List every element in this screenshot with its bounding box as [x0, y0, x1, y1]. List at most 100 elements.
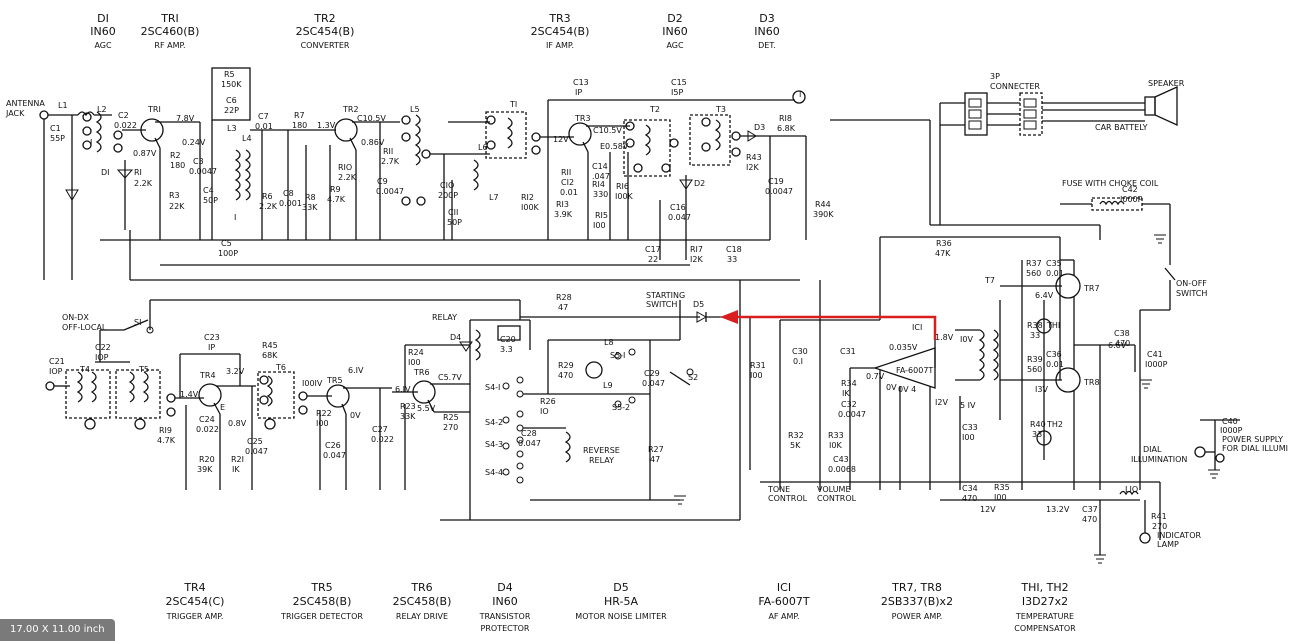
component-label: R31 — [750, 361, 766, 370]
section-labels: ANTENNA JACK 3P CONNECTER SPEAKER CAR BA… — [5, 72, 1288, 549]
component-label: 4.7K — [327, 195, 346, 204]
component-label: 0V 4 — [898, 385, 916, 394]
footer-ic1-ref: ICI — [777, 581, 791, 594]
component-label: CII — [448, 208, 458, 217]
component-label: C37 — [1082, 505, 1098, 514]
component-label: 470 — [558, 371, 573, 380]
fuse-label: FUSE WITH CHOKE COIL — [1062, 179, 1159, 188]
component-label: I2K — [746, 163, 759, 172]
component-label: C40 — [1222, 417, 1238, 426]
component-label: C20 — [500, 335, 516, 344]
component-label: 1.4V — [180, 390, 199, 399]
d5-label: D5 — [693, 300, 704, 309]
component-label: 560 — [1026, 269, 1041, 278]
header-d2-ref: D2 — [667, 12, 682, 25]
component-label: T4 — [79, 365, 90, 374]
footer-tr5-ref: TR5 — [310, 581, 332, 594]
component-label: C35 — [1046, 259, 1062, 268]
starting-label-1: STARTING — [646, 291, 685, 300]
indicator-label-2: LAMP — [1157, 540, 1179, 549]
component-label: C30 — [792, 347, 808, 356]
component-label: TR7 — [1083, 284, 1100, 293]
volume-label-2: CONTROL — [817, 494, 857, 503]
component-label: 3.2V — [226, 367, 245, 376]
footer-d4-ref: D4 — [497, 581, 512, 594]
component-label: I0V — [960, 335, 973, 344]
component-label: C3 — [193, 157, 204, 166]
component-label: T6 — [275, 363, 286, 372]
component-label: I0K — [829, 441, 842, 450]
footer-tr4-part: 2SC454(C) — [166, 595, 225, 608]
component-label: L6 — [478, 143, 488, 152]
component-label: 6.IV — [395, 385, 411, 394]
component-label: 2.2K — [338, 173, 357, 182]
component-label: 0.001 — [279, 199, 302, 208]
component-label: R33 — [828, 431, 844, 440]
component-label: C14 — [592, 162, 608, 171]
component-label: 4.7K — [157, 436, 176, 445]
component-label: C2 — [118, 111, 129, 120]
component-label: 0.01 — [1046, 269, 1064, 278]
speaker-label: SPEAKER — [1148, 79, 1185, 88]
component-label: I00 — [750, 371, 763, 380]
component-label: IO — [540, 407, 549, 416]
footer-tr4-ref: TR4 — [183, 581, 205, 594]
component-label: IP — [575, 88, 582, 97]
component-label: 50P — [447, 218, 462, 227]
component-label: L4 — [242, 134, 252, 143]
component-label: 33K — [400, 412, 416, 421]
s1-label: SI — [134, 318, 141, 327]
component-label: I00 — [593, 221, 606, 230]
component-label: TR6 — [413, 368, 430, 377]
component-label: LIO — [1125, 485, 1138, 494]
component-label: 50P — [203, 196, 218, 205]
component-label: 33 — [727, 255, 737, 264]
component-label: C27 — [372, 425, 388, 434]
component-label: 0.022 — [371, 435, 394, 444]
component-label: R8 — [305, 193, 316, 202]
header-tr2-function: CONVERTER — [301, 41, 350, 50]
component-label: R41 — [1151, 512, 1167, 521]
header-tr3-ref: TR3 — [548, 12, 570, 25]
ondx-label-1: ON-DX — [62, 313, 89, 322]
component-label: TI — [509, 100, 517, 109]
component-label: 33K — [302, 203, 318, 212]
component-label: RII — [561, 168, 571, 177]
footer-tr5-part: 2SC458(B) — [293, 595, 352, 608]
header-tr2-part: 2SC454(B) — [296, 25, 355, 38]
component-label: C42 — [1122, 185, 1138, 194]
component-label: 0.86V — [361, 138, 385, 147]
component-label: 100P — [218, 249, 238, 258]
component-label: 22P — [224, 106, 239, 115]
component-label: 330 — [593, 190, 608, 199]
component-label: C10.5V — [593, 126, 622, 135]
component-label: I5P — [671, 88, 683, 97]
component-label: C32 — [841, 400, 857, 409]
component-label: 470 — [962, 494, 977, 503]
footer-tr6-function: RELAY DRIVE — [396, 612, 448, 621]
component-label: C5 — [221, 239, 232, 248]
wiring-bottom — [45, 280, 751, 521]
header-d3-ref: D3 — [759, 12, 774, 25]
component-label: 0.01 — [1046, 360, 1064, 369]
page-size-badge: 17.00 X 11.00 inch — [0, 619, 115, 641]
onoff-label-2: SWITCH — [1176, 289, 1207, 298]
component-label: C19 — [768, 177, 784, 186]
component-label: 47 — [558, 303, 568, 312]
component-label: DI — [101, 168, 110, 177]
component-label: 0.022 — [114, 121, 137, 130]
component-label: TR3 — [574, 114, 591, 123]
component-label: IOP — [49, 367, 63, 376]
component-label: R3 — [169, 191, 180, 200]
component-label: S4-I — [485, 383, 500, 392]
component-label: 470 — [1082, 515, 1097, 524]
starting-label-2: SWITCH — [646, 300, 677, 309]
component-label: L5 — [410, 105, 420, 114]
component-label: C16 — [670, 203, 686, 212]
component-label: 6.4V — [1035, 291, 1054, 300]
component-label: R39 — [1027, 355, 1043, 364]
component-label: 2.2K — [259, 202, 278, 211]
component-label: 150K — [221, 80, 242, 89]
